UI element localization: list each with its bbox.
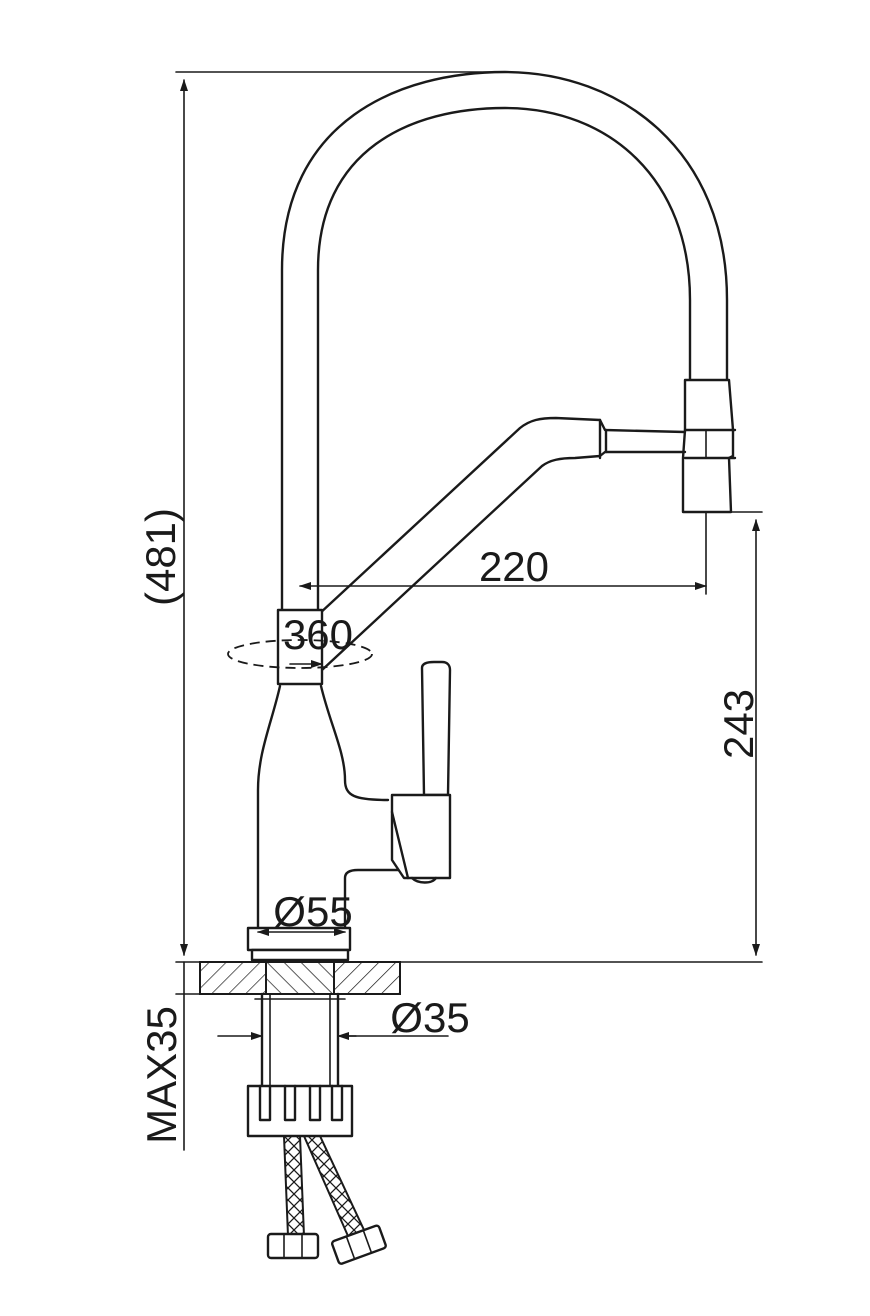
supply-hoses <box>266 1135 387 1265</box>
pullout-arm <box>316 416 687 672</box>
deck-max-label: MAX35 <box>138 1006 185 1144</box>
faucet-body <box>256 684 402 932</box>
outlet-height-dimension: 243 <box>682 511 763 956</box>
base-diameter-label: Ø55 <box>273 888 352 935</box>
hole-diameter-label: Ø35 <box>390 994 469 1041</box>
outlet-height-label: 243 <box>715 689 762 759</box>
height-total-label: (481) <box>137 508 184 606</box>
deck-thickness-dimension: MAX35 <box>138 961 185 1151</box>
hole-dimension: Ø35 <box>217 994 470 1041</box>
spout-head <box>681 378 737 514</box>
swivel-collar: 360 <box>227 608 373 686</box>
mounting-deck <box>175 961 763 995</box>
spout-reach-label: 220 <box>479 543 549 590</box>
gooseneck-spout <box>280 70 729 614</box>
lever-handle <box>390 660 452 884</box>
reach-dimension: 220 <box>299 511 707 595</box>
swivel-label: 360 <box>283 611 353 658</box>
mounting-shank <box>246 992 354 1138</box>
base-flange: Ø55 <box>246 888 353 962</box>
height-dimension: (481) <box>137 71 506 956</box>
